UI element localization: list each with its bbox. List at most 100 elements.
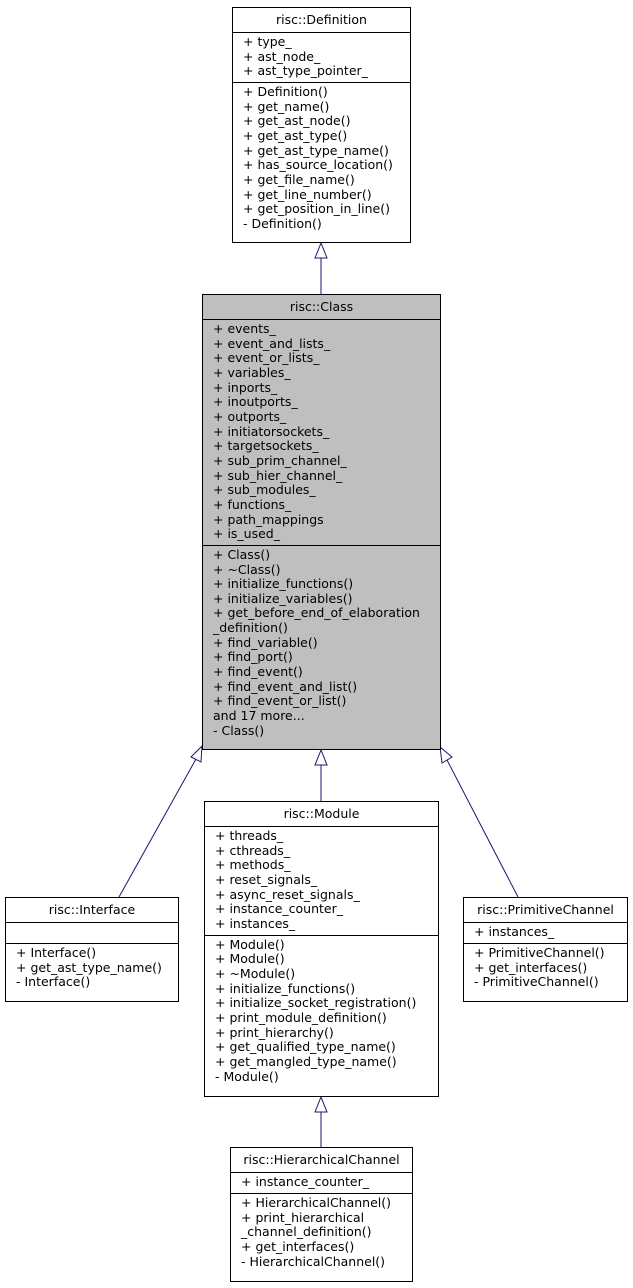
class-title: risc::Interface — [6, 898, 178, 923]
attribute: + functions_ — [213, 496, 292, 512]
attribute: + inports_ — [213, 379, 278, 395]
attribute: + reset_signals_ — [215, 871, 318, 887]
class-title: risc::HierarchicalChannel — [231, 1148, 412, 1173]
method: _definition() — [213, 620, 288, 636]
method: + initialize_functions() — [213, 576, 354, 592]
class-box-hierarchicalchannel[interactable]: risc::HierarchicalChannel + instance_cou… — [230, 1147, 413, 1282]
edge-primitivechannel-class — [446, 759, 519, 898]
more-link[interactable]: and 17 more... — [213, 708, 305, 724]
attribute: + is_used_ — [213, 526, 280, 542]
attributes-section — [6, 923, 178, 944]
edge-interface-class — [118, 758, 197, 898]
method: + get_position_in_line() — [243, 201, 390, 217]
attribute: + type_ — [243, 34, 292, 49]
attribute: + path_mappings — [213, 511, 324, 527]
method: + Module() — [215, 936, 285, 952]
attributes-section: + instance_counter_ — [231, 1173, 412, 1194]
attribute: + inoutports_ — [213, 394, 298, 410]
method: - Definition() — [243, 215, 322, 231]
method: + print_module_definition() — [215, 1009, 387, 1025]
method: + get_qualified_type_name() — [215, 1039, 396, 1055]
attributes-section: + threads_ + cthreads_ + methods_ + rese… — [205, 827, 438, 936]
method: _channel_definition() — [241, 1224, 372, 1240]
attribute: + sub_modules_ — [213, 482, 316, 498]
class-title: risc::Class — [203, 295, 440, 320]
attribute: + variables_ — [213, 364, 291, 380]
attribute: + cthreads_ — [215, 842, 291, 858]
arrowhead-class-center — [314, 748, 328, 766]
methods-section: + HierarchicalChannel() + print_hierarch… — [231, 1194, 412, 1272]
method: + print_hierarchical — [241, 1209, 365, 1225]
methods-section: + Interface() + get_ast_type_name() - In… — [6, 944, 178, 993]
attributes-section: + instances_ — [464, 923, 627, 944]
attribute: + events_ — [213, 321, 276, 336]
method: + find_port() — [213, 649, 293, 665]
methods-section: + Module() + Module() + ~Module() + init… — [205, 936, 438, 1088]
method: + get_interfaces() — [474, 959, 588, 975]
attribute: + instances_ — [474, 924, 555, 939]
method: + find_event_or_list() — [213, 693, 347, 709]
method: + find_event_and_list() — [213, 678, 358, 694]
class-box-interface[interactable]: risc::Interface + Interface() + get_ast_… — [5, 897, 179, 1002]
attribute: + event_and_lists_ — [213, 335, 331, 351]
method: + Definition() — [243, 83, 328, 99]
method: + has_source_location() — [243, 157, 393, 173]
arrowhead-class-left — [190, 744, 203, 763]
method: + get_name() — [243, 98, 330, 114]
attribute: + outports_ — [213, 408, 287, 424]
attribute: + sub_prim_channel_ — [213, 452, 347, 468]
methods-section: + Definition() + get_name() + get_ast_no… — [233, 83, 410, 235]
attribute: + async_reset_signals_ — [215, 886, 360, 902]
method: + PrimitiveChannel() — [474, 945, 605, 960]
attribute: + targetsockets_ — [213, 438, 319, 454]
method: + find_variable() — [213, 634, 318, 650]
method: + get_line_number() — [243, 186, 372, 202]
method: + get_ast_type_name() — [16, 959, 162, 975]
methods-section: + PrimitiveChannel() + get_interfaces() … — [464, 944, 627, 993]
attribute: + instance_counter_ — [215, 901, 343, 917]
method: + initialize_variables() — [213, 590, 353, 606]
class-box-module[interactable]: risc::Module + threads_ + cthreads_ + me… — [204, 801, 439, 1097]
method: - PrimitiveChannel() — [474, 974, 599, 990]
method: + get_before_end_of_elaboration — [213, 605, 420, 621]
method: + print_hierarchy() — [215, 1024, 334, 1040]
method: - Interface() — [16, 974, 91, 990]
method: + find_event() — [213, 664, 303, 680]
arrowhead-definition — [314, 241, 328, 259]
class-title: risc::Definition — [233, 8, 410, 33]
attribute: + instance_counter_ — [241, 1174, 369, 1189]
method: + Class() — [213, 546, 271, 562]
method: + initialize_functions() — [215, 980, 356, 996]
method: + get_interfaces() — [241, 1238, 355, 1254]
attribute: + sub_hier_channel_ — [213, 467, 343, 483]
method: + get_ast_node() — [243, 113, 351, 129]
attribute: + methods_ — [215, 857, 291, 873]
class-title: risc::PrimitiveChannel — [464, 898, 627, 923]
attribute: + instances_ — [215, 915, 296, 931]
attributes-section: + events_ + event_and_lists_ + event_or_… — [203, 320, 440, 546]
class-title: risc::Module — [205, 802, 438, 827]
method: + get_ast_type_name() — [243, 142, 389, 158]
method: + get_ast_type() — [243, 127, 348, 143]
attribute: + initiatorsockets_ — [213, 423, 330, 439]
method: + initialize_socket_registration() — [215, 995, 417, 1011]
method: + ~Class() — [213, 561, 281, 577]
method: - Class() — [213, 722, 265, 738]
method: + get_file_name() — [243, 171, 355, 187]
method: - Module() — [215, 1068, 279, 1084]
method: + get_mangled_type_name() — [215, 1053, 397, 1069]
method: - HierarchicalChannel() — [241, 1253, 386, 1269]
method: + ~Module() — [215, 965, 296, 981]
methods-section: + Class() + ~Class() + initialize_functi… — [203, 546, 440, 742]
attribute: + threads_ — [215, 828, 284, 843]
class-box-class[interactable]: risc::Class + events_ + event_and_lists_… — [202, 294, 441, 750]
attribute: + ast_node_ — [243, 48, 321, 64]
attributes-section: + type_ + ast_node_ + ast_type_pointer_ — [233, 33, 410, 83]
arrowhead-class-right — [439, 745, 453, 764]
class-box-primitivechannel[interactable]: risc::PrimitiveChannel + instances_ + Pr… — [463, 897, 628, 1002]
method: + HierarchicalChannel() — [241, 1195, 392, 1210]
method: + Module() — [215, 951, 285, 967]
attribute: + ast_type_pointer_ — [243, 63, 368, 79]
class-box-definition[interactable]: risc::Definition + type_ + ast_node_ + a… — [232, 7, 411, 243]
